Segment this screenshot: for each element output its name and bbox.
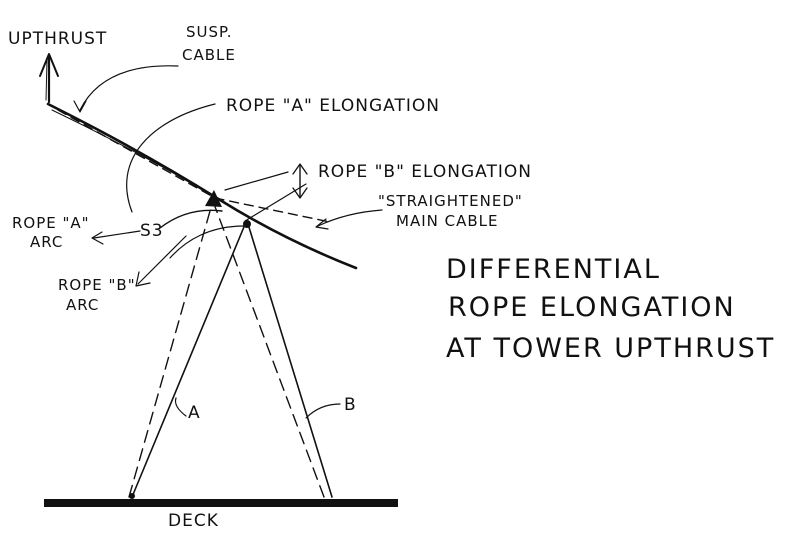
rope-b-elongation-label: ROPE "B" ELONGATION bbox=[318, 162, 532, 182]
rope-b-arc-leader-head bbox=[135, 271, 151, 287]
upthrust-arrow bbox=[39, 53, 59, 104]
straightened-main-cable bbox=[57, 109, 331, 223]
rope-a-arc-label-line2: ARC bbox=[30, 233, 63, 251]
rope-a-arc-leader-head bbox=[91, 231, 104, 245]
rope-b-pointer bbox=[305, 403, 341, 419]
rope-b-arc-label-line1: ROPE "B" bbox=[58, 276, 136, 294]
rope-a-arc bbox=[159, 209, 223, 229]
rope-a-elongation-label: ROPE "A" ELONGATION bbox=[226, 96, 440, 116]
rope-a-arc-label-line1: ROPE "A" bbox=[12, 214, 90, 232]
suspension-cable-sketch-stroke bbox=[51, 109, 215, 198]
rope-a bbox=[128, 203, 247, 499]
rope-a-pointer bbox=[174, 397, 187, 417]
deck-bar bbox=[44, 499, 398, 507]
rope-a-arc-leader bbox=[93, 230, 141, 239]
rope-b-label: B bbox=[344, 395, 357, 415]
rope-b-elongation-dimension bbox=[224, 163, 308, 222]
straightened-cable-leader bbox=[317, 209, 383, 227]
rope-b-arc-label-line2: ARC bbox=[66, 296, 99, 314]
deck-label: DECK bbox=[168, 511, 219, 531]
rope-b-arc bbox=[169, 225, 245, 259]
rope-b-arc-leader bbox=[137, 235, 187, 285]
upthrust-label: UPTHRUST bbox=[8, 29, 107, 49]
straightened-label-line1: "STRAIGHTENED" bbox=[378, 192, 523, 210]
rope-b bbox=[213, 203, 333, 498]
title-line2: ROPE ELONGATION bbox=[448, 292, 736, 323]
rope-b-clamp bbox=[243, 220, 251, 228]
straightened-cable-leader-head bbox=[315, 218, 329, 230]
susp-cable-leader-head bbox=[73, 100, 87, 113]
susp-cable-label-line1: SUSP. bbox=[186, 23, 233, 41]
rope-a-arc-tick-mark: S3 bbox=[140, 221, 164, 241]
title-line1: DIFFERENTIAL bbox=[446, 254, 661, 285]
title-line3: AT TOWER UPTHRUST bbox=[446, 333, 775, 364]
susp-cable-leader bbox=[79, 65, 179, 111]
straightened-label-line2: MAIN CABLE bbox=[396, 212, 498, 230]
susp-cable-label-line2: CABLE bbox=[182, 46, 236, 64]
rope-a-clamp bbox=[205, 190, 222, 207]
rope-a-label: A bbox=[188, 403, 201, 423]
rope-a-elongation-leader bbox=[126, 103, 216, 213]
suspension-cable bbox=[46, 102, 358, 270]
